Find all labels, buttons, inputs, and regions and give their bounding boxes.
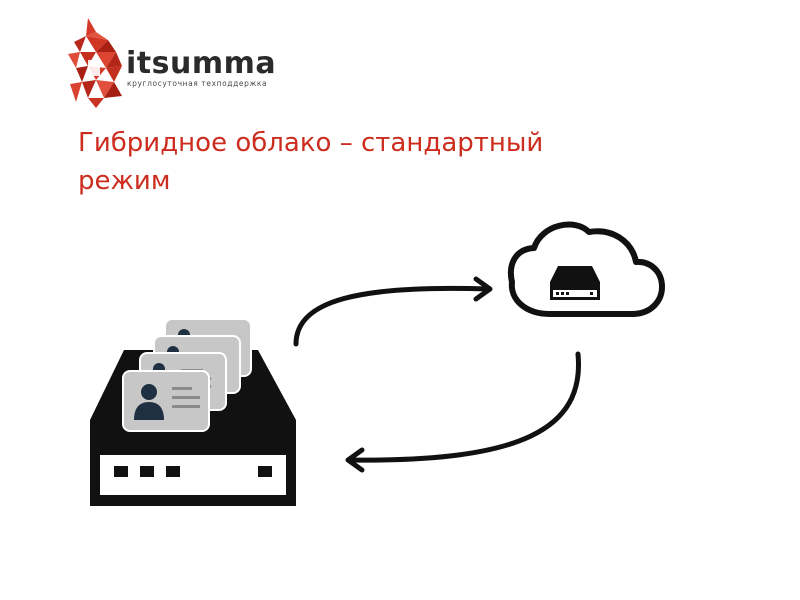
cloud-with-server-icon	[508, 221, 665, 317]
arrow-to-cloud	[293, 276, 493, 347]
slide-title: Гибридное облако – стандартный режим	[78, 124, 718, 200]
logo-tagline: круглосуточная техподдержка	[127, 79, 268, 88]
cloud-server-top	[550, 266, 600, 282]
slide-title-line1: Гибридное облако – стандартный	[78, 128, 544, 158]
server-led-4	[258, 466, 272, 477]
slide-title-line2: режим	[78, 166, 171, 196]
server-with-id-cards-icon	[90, 318, 296, 506]
id-card	[122, 370, 210, 432]
server-led-2	[140, 466, 154, 477]
server-panel	[100, 455, 286, 495]
logo-wordmark: itsumma	[126, 46, 277, 81]
arrow-to-server	[345, 351, 581, 473]
server-led-3	[166, 466, 180, 477]
itsumma-logo-icon	[68, 18, 122, 108]
server-led-1	[114, 466, 128, 477]
